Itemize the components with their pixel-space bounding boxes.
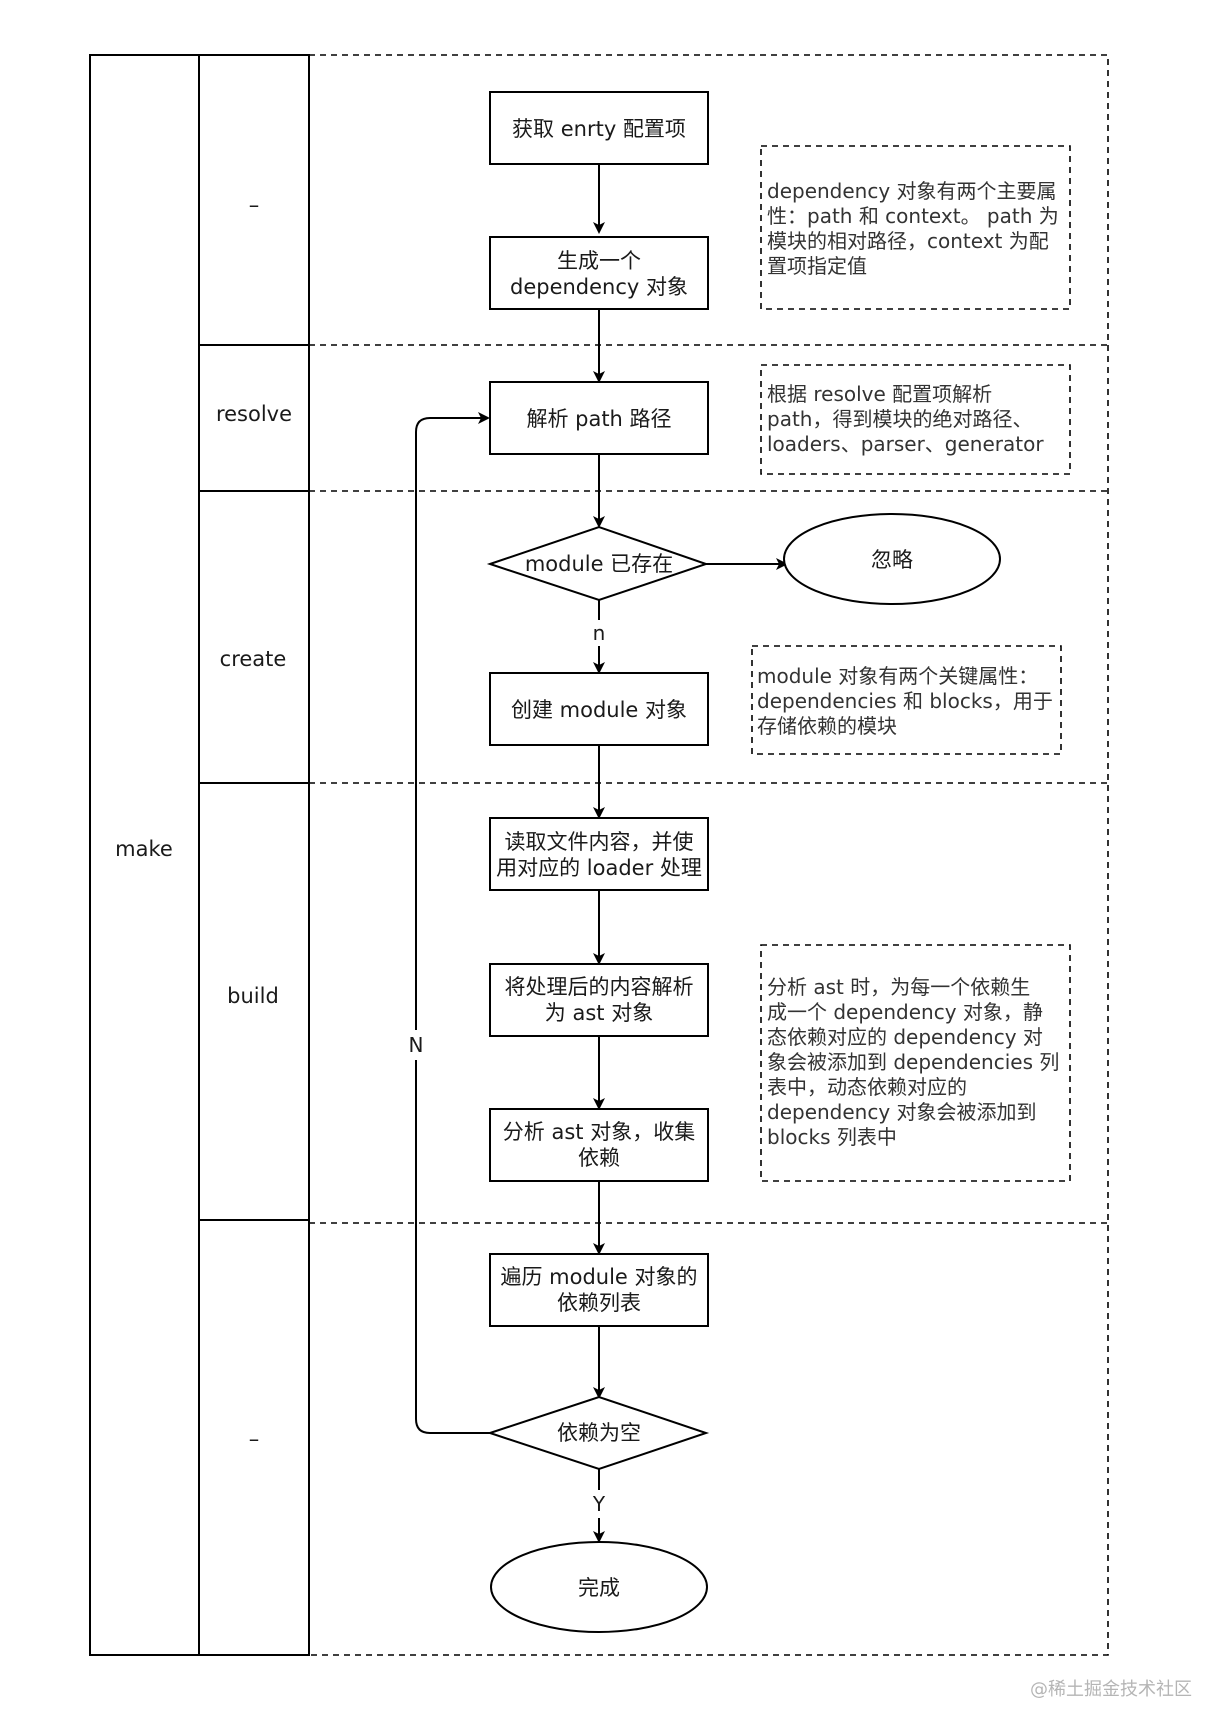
node-module-exists-text: module 已存在 bbox=[525, 552, 673, 576]
node-parse-ast: 将处理后的内容解析 为 ast 对象 bbox=[489, 963, 709, 1037]
node-traverse-deps-text-line2: 依赖列表 bbox=[557, 1291, 641, 1315]
lane-body-border bbox=[309, 54, 1109, 1656]
edge-label-N: N bbox=[409, 1033, 424, 1057]
note-resolve-line3: loaders、parser、generator bbox=[767, 432, 1044, 456]
node-traverse-deps: 遍历 module 对象的 依赖列表 bbox=[489, 1253, 709, 1327]
note-module-line3: 存储依赖的模块 bbox=[757, 714, 897, 738]
edge-label-bg bbox=[588, 620, 610, 646]
node-gen-dependency: 生成一个 dependency 对象 bbox=[489, 236, 709, 310]
node-parse-ast-text-line1: 将处理后的内容解析 bbox=[505, 975, 694, 999]
note-ast-line1: 分析 ast 时，为每一个依赖生 bbox=[767, 975, 1030, 999]
edge-label-n: n bbox=[593, 621, 606, 645]
note-dependency-line4: 置项指定值 bbox=[767, 254, 867, 278]
node-ignore: 忽略 bbox=[783, 513, 1001, 605]
note-ast: 分析 ast 时，为每一个依赖生 成一个 dependency 对象，静 态依赖… bbox=[760, 944, 1071, 1182]
node-read-file: 读取文件内容，并使 用对应的 loader 处理 bbox=[489, 817, 709, 891]
node-parse-ast-text-line2: 为 ast 对象 bbox=[545, 1001, 653, 1025]
node-analyze-ast-text-line1: 分析 ast 对象，收集 bbox=[503, 1120, 695, 1144]
pool-label: make bbox=[115, 837, 173, 861]
note-resolve: 根据 resolve 配置项解析 path，得到模块的绝对路径、 loaders… bbox=[760, 364, 1071, 475]
lane-label-build: build bbox=[227, 984, 279, 1008]
node-gen-dependency-text-line2: dependency 对象 bbox=[510, 275, 688, 299]
node-gen-dependency-text-line1: 生成一个 bbox=[557, 249, 641, 273]
lane-label-start: – bbox=[249, 193, 260, 217]
node-done-text: 完成 bbox=[578, 1576, 620, 1600]
note-module-line1: module 对象有两个关键属性： bbox=[757, 664, 1038, 688]
node-get-entry: 获取 enrty 配置项 bbox=[489, 91, 709, 165]
node-analyze-ast-text-line2: 依赖 bbox=[578, 1146, 620, 1170]
watermark: @稀土掘金技术社区 bbox=[1030, 1679, 1192, 1700]
note-resolve-line2: path，得到模块的绝对路径、 bbox=[767, 407, 1032, 431]
note-dependency: dependency 对象有两个主要属 性：path 和 context。 pa… bbox=[760, 145, 1071, 310]
node-deps-empty-text: 依赖为空 bbox=[557, 1421, 641, 1445]
note-dependency-line1: dependency 对象有两个主要属 bbox=[767, 179, 1057, 203]
note-ast-line3: 态依赖对应的 dependency 对 bbox=[767, 1025, 1043, 1049]
note-module-line2: dependencies 和 blocks，用于 bbox=[757, 689, 1053, 713]
lane-label-create: create bbox=[220, 647, 287, 671]
edges bbox=[415, 164, 788, 1543]
note-dependency-line3: 模块的相对路径，context 为配 bbox=[767, 229, 1049, 253]
lane-label-resolve: resolve bbox=[216, 402, 292, 426]
node-read-file-text-line1: 读取文件内容，并使 bbox=[505, 830, 694, 854]
edge-loop-back bbox=[415, 412, 490, 1434]
edge-label-bg bbox=[404, 1030, 428, 1060]
node-parse-path: 解析 path 路径 bbox=[489, 381, 709, 455]
node-parse-path-text: 解析 path 路径 bbox=[526, 407, 671, 431]
note-ast-line2: 成一个 dependency 对象，静 bbox=[767, 1000, 1043, 1024]
node-create-module-text: 创建 module 对象 bbox=[511, 698, 687, 722]
note-ast-line6: dependency 对象会被添加到 bbox=[767, 1100, 1037, 1124]
node-done: 完成 bbox=[490, 1541, 708, 1633]
node-read-file-text-line2: 用对应的 loader 处理 bbox=[496, 856, 702, 880]
node-create-module: 创建 module 对象 bbox=[489, 672, 709, 746]
node-deps-empty: 依赖为空 bbox=[486, 1395, 710, 1471]
node-get-entry-text: 获取 enrty 配置项 bbox=[512, 117, 686, 141]
edge-label-Y: Y bbox=[592, 1492, 606, 1516]
node-ignore-text: 忽略 bbox=[871, 548, 913, 572]
note-ast-line5: 表中，动态依赖对应的 bbox=[767, 1075, 967, 1099]
note-dependency-line2: 性：path 和 context。 path 为 bbox=[767, 204, 1059, 228]
note-ast-line4: 象会被添加到 dependencies 列 bbox=[767, 1050, 1059, 1074]
node-analyze-ast: 分析 ast 对象，收集 依赖 bbox=[489, 1108, 709, 1182]
note-resolve-line1: 根据 resolve 配置项解析 bbox=[767, 382, 992, 406]
note-ast-line7: blocks 列表中 bbox=[767, 1125, 897, 1149]
swimlane-frame bbox=[89, 54, 1109, 1656]
note-module: module 对象有两个关键属性： dependencies 和 blocks，… bbox=[751, 645, 1062, 755]
node-traverse-deps-text-line1: 遍历 module 对象的 bbox=[500, 1265, 697, 1289]
lane-label-end: – bbox=[249, 1427, 260, 1451]
node-module-exists: module 已存在 bbox=[486, 525, 710, 602]
lane-header-column bbox=[198, 54, 310, 1656]
edge-label-bg bbox=[588, 1490, 610, 1518]
